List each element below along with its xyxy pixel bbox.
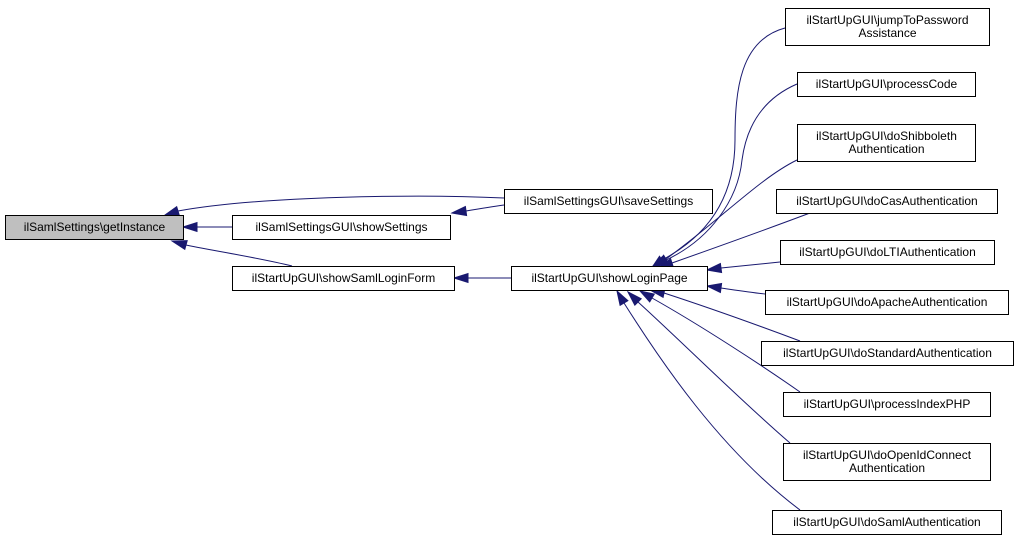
node-label: Authentication [848, 142, 924, 156]
node-label: Assistance [858, 26, 916, 40]
node-label: ilSamlSettingsGUI\saveSettings [524, 194, 693, 208]
edge-jumpToPasswordAssistance-to-showLoginPage [651, 27, 786, 267]
node-box [511, 266, 708, 291]
node-doStandardAuthentication[interactable]: ilStartUpGUI\doStandardAuthentication [761, 341, 1014, 366]
node-getInstance: ilSamlSettings\getInstance [5, 215, 184, 240]
node-label: ilStartUpGUI\processCode [816, 77, 958, 91]
node-box [783, 392, 991, 417]
arrowhead-icon [616, 289, 629, 307]
node-label: ilStartUpGUI\doCasAuthentication [796, 194, 977, 208]
node-box [783, 443, 991, 481]
arrowhead-icon [638, 290, 656, 303]
node-box [797, 124, 976, 162]
node-label: ilStartUpGUI\doApacheAuthentication [787, 295, 988, 309]
arrowhead-icon [170, 240, 188, 251]
edge-line [651, 297, 801, 393]
node-label: ilStartUpGUI\doShibboleth [816, 129, 957, 143]
edge-doApacheAuthentication-to-showLoginPage [705, 282, 766, 295]
node-processCode[interactable]: ilStartUpGUI\processCode [797, 72, 976, 97]
node-label: ilStartUpGUI\doOpenIdConnect [803, 448, 972, 462]
edge-processCode-to-showLoginPage [651, 83, 798, 267]
arrowhead-icon [163, 205, 180, 216]
edge-doOpenIdConnectAuthentication-to-showLoginPage [626, 290, 791, 444]
node-label: ilSamlSettings\getInstance [24, 220, 166, 234]
node-label: ilStartUpGUI\jumpToPassword [806, 13, 968, 27]
node-box [232, 215, 451, 240]
edge-line [185, 244, 293, 267]
node-label: ilStartUpGUI\doSamlAuthentication [793, 515, 980, 529]
node-label: ilStartUpGUI\doStandardAuthentication [783, 346, 992, 360]
edge-showSettings-to-getInstance [181, 221, 232, 233]
node-box [785, 8, 990, 46]
edge-doSamlAuthentication-to-showLoginPage [616, 289, 801, 511]
edge-line [661, 27, 786, 261]
node-doLTIAuthentication[interactable]: ilStartUpGUI\doLTIAuthentication [780, 240, 995, 265]
edge-line [465, 204, 505, 212]
node-saveSettings[interactable]: ilSamlSettingsGUI\saveSettings [504, 189, 713, 214]
node-box [504, 189, 713, 214]
nodes-layer: ilSamlSettings\getInstance ilSamlSettings… [5, 8, 1014, 535]
arrowhead-icon [705, 262, 723, 274]
node-box [780, 240, 995, 265]
arrowhead-icon [626, 290, 643, 307]
node-doSamlAuthentication[interactable]: ilStartUpGUI\doSamlAuthentication [772, 510, 1002, 535]
edge-line [720, 261, 781, 269]
edge-line [663, 292, 801, 342]
edge-line [665, 159, 798, 260]
edge-line [177, 195, 505, 212]
node-showLoginPage[interactable]: ilStartUpGUI\showLoginPage [511, 266, 708, 291]
node-doApacheAuthentication[interactable]: ilStartUpGUI\doApacheAuthentication [765, 290, 1009, 315]
node-box [5, 215, 184, 240]
node-box [797, 72, 976, 97]
edge-showLoginPage-to-showSamlLoginForm [452, 272, 511, 284]
node-box [776, 189, 998, 214]
arrowhead-icon [452, 272, 469, 284]
edge-showSamlLoginForm-to-getInstance [170, 240, 293, 267]
edge-line [720, 287, 766, 295]
node-label: ilStartUpGUI\showLoginPage [531, 271, 687, 285]
edge-line [671, 212, 811, 264]
node-box [765, 290, 1009, 315]
node-label: ilStartUpGUI\doLTIAuthentication [799, 245, 976, 259]
node-showSettings[interactable]: ilSamlSettingsGUI\showSettings [232, 215, 451, 240]
edge-line [663, 83, 798, 262]
node-box [772, 510, 1002, 535]
arrowhead-icon [705, 282, 723, 294]
edges-layer [163, 27, 811, 511]
node-box [232, 266, 455, 291]
edge-line [623, 302, 801, 511]
node-doOpenIdConnectAuthentication[interactable]: ilStartUpGUI\doOpenIdConnectAuthenticati… [783, 443, 991, 481]
node-showSamlLoginForm[interactable]: ilStartUpGUI\showSamlLoginForm [232, 266, 455, 291]
arrowhead-icon [181, 221, 198, 233]
edge-processIndexPHP-to-showLoginPage [638, 290, 801, 393]
node-label: ilStartUpGUI\showSamlLoginForm [252, 271, 435, 285]
node-label: Authentication [849, 461, 925, 475]
edge-doLTIAuthentication-to-showLoginPage [705, 261, 781, 274]
node-label: ilSamlSettingsGUI\showSettings [255, 220, 427, 234]
edge-saveSettings-to-showSettings [450, 204, 505, 217]
node-processIndexPHP[interactable]: ilStartUpGUI\processIndexPHP [783, 392, 991, 417]
node-label: ilStartUpGUI\processIndexPHP [804, 397, 971, 411]
edge-line [637, 301, 791, 444]
node-box [761, 341, 1014, 366]
node-doCasAuthentication[interactable]: ilStartUpGUI\doCasAuthentication [776, 189, 998, 214]
arrowhead-icon [450, 205, 468, 217]
